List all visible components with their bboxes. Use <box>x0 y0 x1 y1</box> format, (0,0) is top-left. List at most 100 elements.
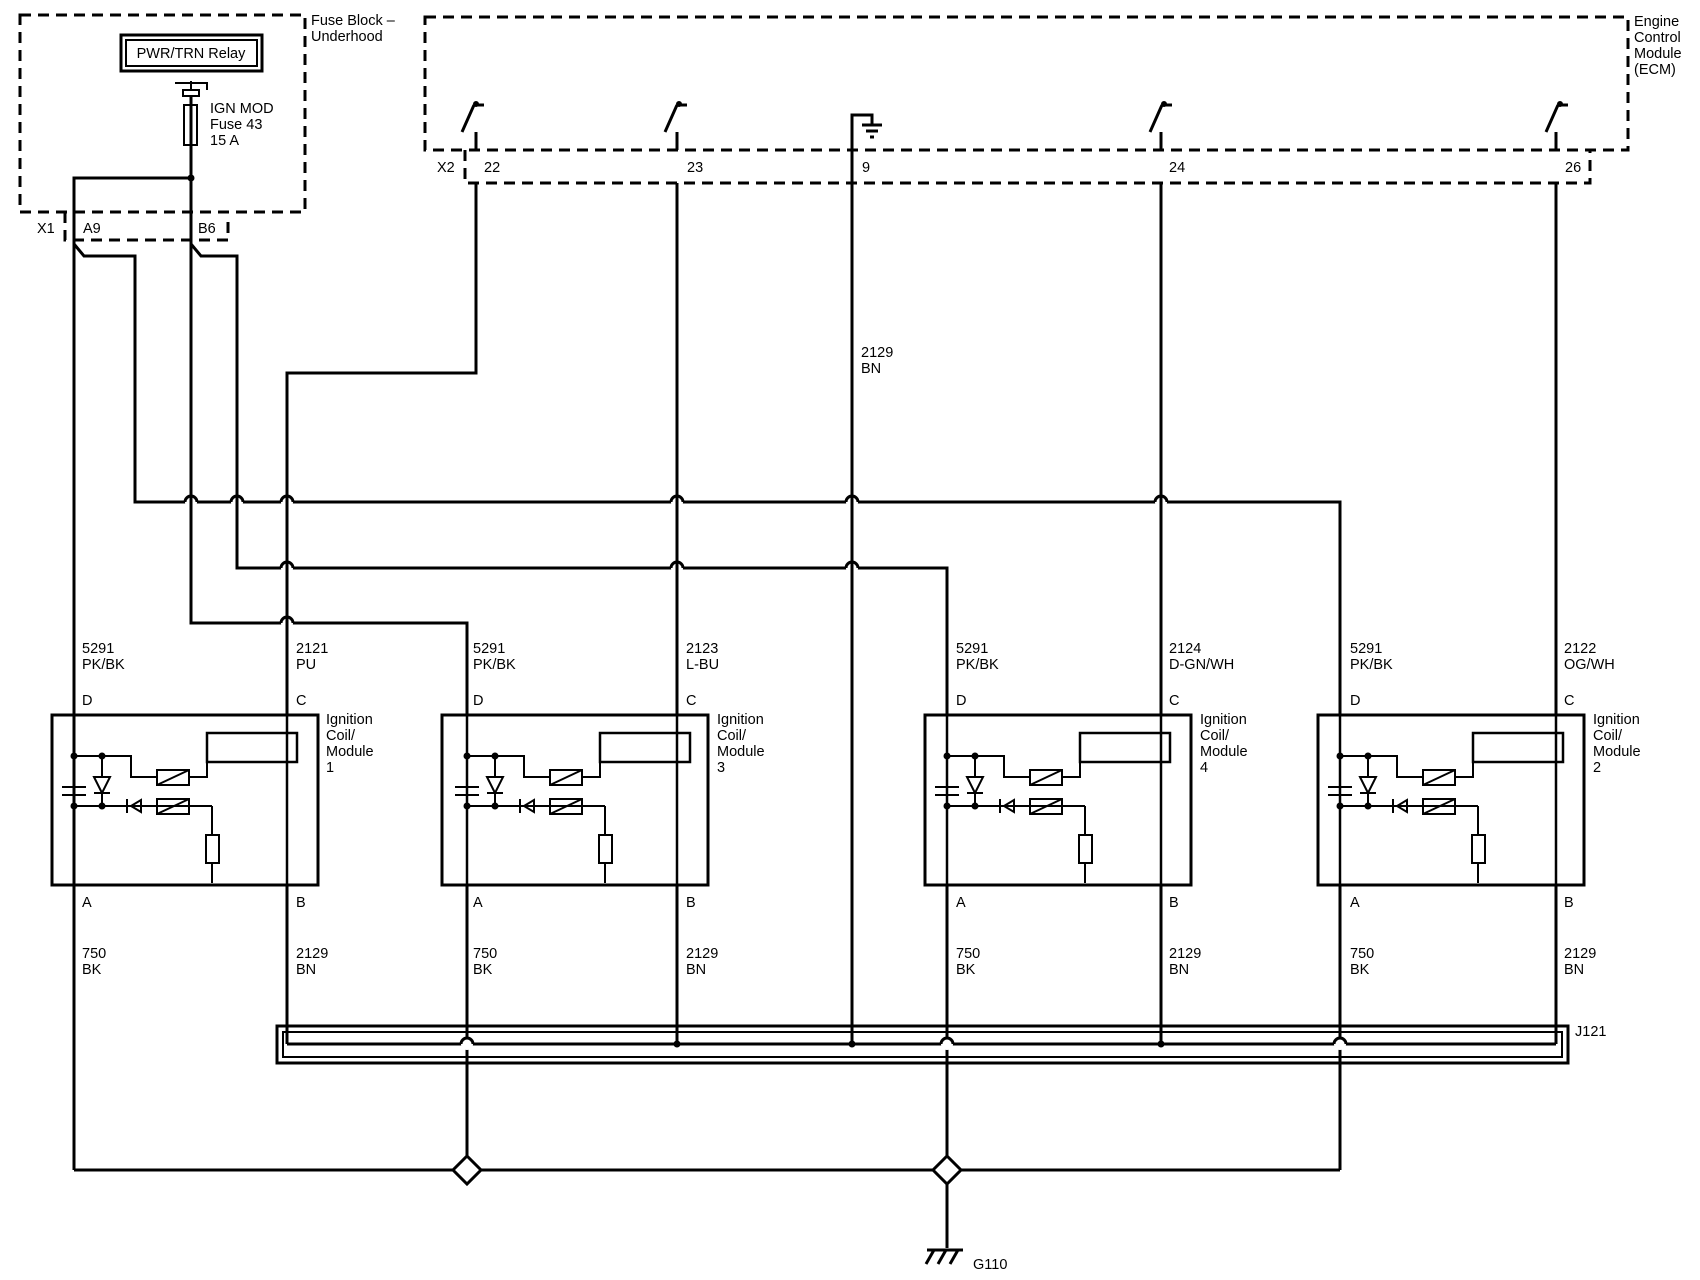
coil-4-name-line1: Ignition <box>1200 712 1247 728</box>
coil-3-a-circuit: 750 <box>473 946 497 962</box>
ecm-switch-26 <box>1544 101 1568 150</box>
splice-j121: J121 <box>275 1024 1606 1065</box>
coil-1-pin-a: A <box>82 895 92 911</box>
coil-1-name-line3: Module <box>326 744 374 760</box>
coil-1-name-line1: Ignition <box>326 712 373 728</box>
coil-3-name-line2: Coil/ <box>717 728 747 744</box>
coil-3-a-color: BK <box>473 962 493 978</box>
ground-g110-icon: G110 <box>924 1248 1007 1273</box>
coil-1-c-color: PU <box>296 657 316 673</box>
coil-4-pin-b: B <box>1169 895 1179 911</box>
coil-1-c-circuit: 2121 <box>296 641 328 657</box>
coil-2-pin-b: B <box>1564 895 1574 911</box>
coil-4-d-color: PK/BK <box>956 657 999 673</box>
ecm-pin-26: 26 <box>1565 160 1581 176</box>
coil-2-c-circuit: 2122 <box>1564 641 1596 657</box>
coil-3-pin-c: C <box>686 693 696 709</box>
coil-2-name-line2: Coil/ <box>1593 728 1623 744</box>
coil-1-pin-c: C <box>296 693 306 709</box>
ecm-switch-23 <box>663 101 687 150</box>
ground-splice-right <box>930 1153 964 1187</box>
ecm-switch-22 <box>460 101 484 150</box>
ecm-pin-9: 9 <box>862 160 870 176</box>
coil-4-name-line3: Module <box>1200 744 1248 760</box>
coil-2-name-line3: Module <box>1593 744 1641 760</box>
coil-1-a-color: BK <box>82 962 102 978</box>
connector-x1-label: X1 <box>37 221 55 237</box>
ecm-label-line4: (ECM) <box>1634 62 1676 78</box>
fuse-label-line1: IGN MOD <box>210 101 274 117</box>
splice-j121-label: J121 <box>1575 1024 1606 1040</box>
coil-2-b-color: BN <box>1564 962 1584 978</box>
coil-3-name-line1: Ignition <box>717 712 764 728</box>
ignition-coil-module-4: 5291 PK/BK 2124 D-GN/WH D C Ignition Coi… <box>923 641 1248 978</box>
connector-x1-pin-a9: A9 <box>83 221 101 237</box>
coil-2-b-circuit: 2129 <box>1564 946 1596 962</box>
coil-1-number: 1 <box>326 760 334 776</box>
ecm-label-line1: Engine <box>1634 14 1679 30</box>
coil-3-pin-a: A <box>473 895 483 911</box>
coil-1-b-circuit: 2129 <box>296 946 328 962</box>
coil-2-c-color: OG/WH <box>1564 657 1615 673</box>
connector-x2-label: X2 <box>437 160 455 176</box>
coil-1-d-color: PK/BK <box>82 657 125 673</box>
fuse-block-underhood: Fuse Block – Underhood PWR/TRN Relay IGN… <box>18 13 396 242</box>
coil-3-name-line3: Module <box>717 744 765 760</box>
pwr-trn-relay-label: PWR/TRN Relay <box>137 46 247 62</box>
ground-splice-left <box>450 1153 484 1187</box>
coil-1-name-line2: Coil/ <box>326 728 356 744</box>
ground-wire-circuit: 2129 <box>861 345 893 361</box>
ecm-label-line2: Control <box>1634 30 1681 46</box>
coil-2-pin-c: C <box>1564 693 1574 709</box>
coil-2-d-circuit: 5291 <box>1350 641 1382 657</box>
coil-1-b-color: BN <box>296 962 316 978</box>
coil-4-name-line2: Coil/ <box>1200 728 1230 744</box>
ecm-pin-23: 23 <box>687 160 703 176</box>
coil-3-pin-b: B <box>686 895 696 911</box>
ground-wire-color: BN <box>861 361 881 377</box>
ignition-coil-module-2: 5291 PK/BK 2122 OG/WH D C Ignition Coil/… <box>1316 641 1641 978</box>
coil-4-c-circuit: 2124 <box>1169 641 1201 657</box>
coil-1-d-circuit: 5291 <box>82 641 114 657</box>
ecm-internal-ground-icon <box>850 113 882 150</box>
coil-1-pin-b: B <box>296 895 306 911</box>
fuse-block-label-line1: Fuse Block – <box>311 13 396 29</box>
coil-3-pin-d: D <box>473 693 483 709</box>
ground-g110-label: G110 <box>973 1257 1007 1273</box>
ignition-coil-module-3: 5291 PK/BK 2123 L-BU D C Ignition Coil/ … <box>440 641 765 978</box>
coil-4-c-color: D-GN/WH <box>1169 657 1234 673</box>
ecm-label-line3: Module <box>1634 46 1682 62</box>
ignition-coil-module-1: 5291 PK/BK 2121 PU D C Ignition Coil/ Mo… <box>50 641 374 978</box>
ecm-pin-24: 24 <box>1169 160 1185 176</box>
coil-3-c-color: L-BU <box>686 657 719 673</box>
coil-3-d-color: PK/BK <box>473 657 516 673</box>
ecm-switch-24 <box>1148 101 1172 150</box>
coil-2-name-line1: Ignition <box>1593 712 1640 728</box>
fuse-label-line2: Fuse 43 <box>210 117 262 133</box>
coil-3-b-circuit: 2129 <box>686 946 718 962</box>
coil-4-a-circuit: 750 <box>956 946 980 962</box>
coil-2-pin-d: D <box>1350 693 1360 709</box>
coil-2-pin-a: A <box>1350 895 1360 911</box>
ecm-pin-22: 22 <box>484 160 500 176</box>
coil-2-a-circuit: 750 <box>1350 946 1374 962</box>
coil-2-d-color: PK/BK <box>1350 657 1393 673</box>
coil-4-d-circuit: 5291 <box>956 641 988 657</box>
fuse-block-label-line2: Underhood <box>311 29 383 45</box>
coil-3-c-circuit: 2123 <box>686 641 718 657</box>
coil-4-b-color: BN <box>1169 962 1189 978</box>
fuse-label-line3: 15 A <box>210 133 239 149</box>
coil-4-pin-a: A <box>956 895 966 911</box>
ign-mod-fuse-43: IGN MOD Fuse 43 15 A <box>175 81 274 182</box>
coil-4-b-circuit: 2129 <box>1169 946 1201 962</box>
coil-1-pin-d: D <box>82 693 92 709</box>
pwr-trn-relay: PWR/TRN Relay <box>119 33 264 73</box>
coil-3-b-color: BN <box>686 962 706 978</box>
engine-control-module: Engine Control Module (ECM) X2 22 23 9 2… <box>423 14 1682 185</box>
coil-2-number: 2 <box>1593 760 1601 776</box>
connector-x1-pin-b6: B6 <box>198 221 216 237</box>
connector-x1: X1 A9 B6 <box>37 212 230 242</box>
coil-2-a-color: BK <box>1350 962 1370 978</box>
coil-4-number: 4 <box>1200 760 1208 776</box>
coil-4-a-color: BK <box>956 962 976 978</box>
